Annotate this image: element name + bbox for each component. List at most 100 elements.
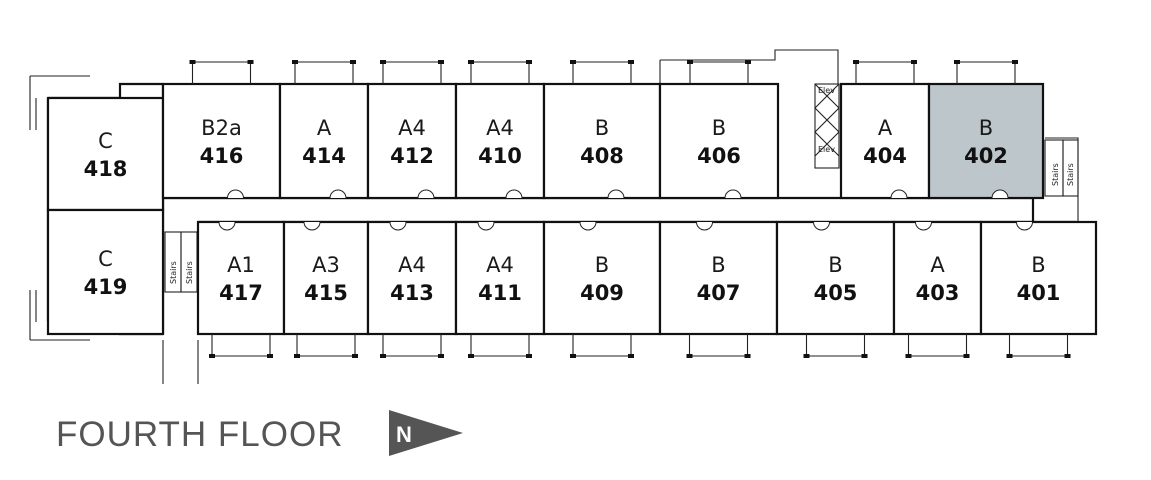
unit-413-outline[interactable] xyxy=(366,220,458,336)
balcony-414 xyxy=(294,61,354,84)
floor-title: FOURTH FLOOR xyxy=(56,415,344,454)
unit-402-outline[interactable] xyxy=(927,82,1045,200)
unit-414-outline[interactable] xyxy=(278,82,370,200)
unit-416-number: 416 xyxy=(200,144,244,168)
unit-401[interactable]: B 401 xyxy=(979,220,1098,336)
door-416 xyxy=(227,189,244,199)
unit-401-type: B xyxy=(1031,253,1045,277)
unit-418-number: 418 xyxy=(84,157,128,181)
unit-408[interactable]: B 408 xyxy=(542,82,662,200)
unit-403[interactable]: A 403 xyxy=(892,220,983,336)
north-arrow-label: N xyxy=(396,422,412,447)
balcony-413 xyxy=(382,334,442,357)
door-401 xyxy=(1016,221,1033,231)
balcony-post xyxy=(570,60,576,64)
unit-405-outline[interactable] xyxy=(775,220,896,336)
balcony-post xyxy=(438,60,444,64)
balcony-post xyxy=(911,60,917,64)
door-404 xyxy=(890,189,908,199)
unit-419-number: 419 xyxy=(84,275,128,299)
door-414 xyxy=(329,189,347,199)
balcony-post xyxy=(209,354,215,358)
unit-406-outline[interactable] xyxy=(658,82,780,200)
unit-416-outline[interactable] xyxy=(161,82,282,200)
door-413 xyxy=(389,221,407,231)
balcony-post xyxy=(189,60,196,64)
stairs-label-west-2: Stairs xyxy=(185,261,194,284)
door-408 xyxy=(607,189,625,199)
unit-408-number: 408 xyxy=(580,144,624,168)
balcony-post xyxy=(745,60,751,64)
balcony-post xyxy=(380,354,386,358)
door-402 xyxy=(991,189,1009,199)
balcony-post xyxy=(628,354,634,358)
balcony-post xyxy=(1006,354,1013,358)
unit-418-outline[interactable] xyxy=(46,96,165,212)
door-405 xyxy=(813,221,830,231)
balcony-post xyxy=(468,354,474,358)
unit-417-number: 417 xyxy=(219,281,263,305)
balcony-post xyxy=(267,354,273,358)
unit-413-number: 413 xyxy=(390,281,434,305)
unit-412-type: A4 xyxy=(398,116,426,140)
balcony-post xyxy=(526,60,532,64)
balcony-post xyxy=(380,60,386,64)
unit-412-number: 412 xyxy=(390,144,434,168)
stairs-label-east-1: Stairs xyxy=(1051,163,1060,186)
unit-408-type: B xyxy=(595,116,609,140)
balcony-post xyxy=(954,60,960,64)
unit-417-outline[interactable] xyxy=(196,220,286,336)
door-410 xyxy=(505,189,523,199)
unit-419-outline[interactable] xyxy=(46,208,165,336)
unit-407-outline[interactable] xyxy=(658,220,779,336)
unit-409-outline[interactable] xyxy=(542,220,662,336)
unit-410-outline[interactable] xyxy=(454,82,546,200)
door-403 xyxy=(915,221,932,231)
unit-407-type: B xyxy=(711,253,725,277)
balcony-post xyxy=(247,60,254,64)
door-409 xyxy=(579,221,597,231)
unit-401-number: 401 xyxy=(1017,281,1061,305)
unit-411-number: 411 xyxy=(478,281,522,305)
unit-404-outline[interactable] xyxy=(839,82,931,200)
balcony-post xyxy=(803,354,810,358)
unit-412-outline[interactable] xyxy=(366,82,458,200)
elevator-label-top: Elev xyxy=(818,86,835,95)
unit-403-type: A xyxy=(930,253,945,277)
balcony-402 xyxy=(956,61,1016,84)
balcony-415 xyxy=(296,334,356,357)
unit-401-outline[interactable] xyxy=(979,220,1098,336)
balcony-403 xyxy=(907,334,968,357)
balcony-408 xyxy=(572,61,632,84)
balcony-411 xyxy=(470,334,530,357)
unit-403-outline[interactable] xyxy=(892,220,983,336)
unit-408-outline[interactable] xyxy=(542,82,662,200)
balcony-407 xyxy=(688,334,749,357)
unit-415-outline[interactable] xyxy=(282,220,370,336)
unit-405-number: 405 xyxy=(814,281,858,305)
unit-410-number: 410 xyxy=(478,144,522,168)
balcony-post xyxy=(350,60,356,64)
unit-413-type: A4 xyxy=(398,253,426,277)
unit-411-outline[interactable] xyxy=(454,220,546,336)
balcony-post xyxy=(861,354,868,358)
unit-403-number: 403 xyxy=(916,281,960,305)
stairs-label-west-1: Stairs xyxy=(169,261,178,284)
